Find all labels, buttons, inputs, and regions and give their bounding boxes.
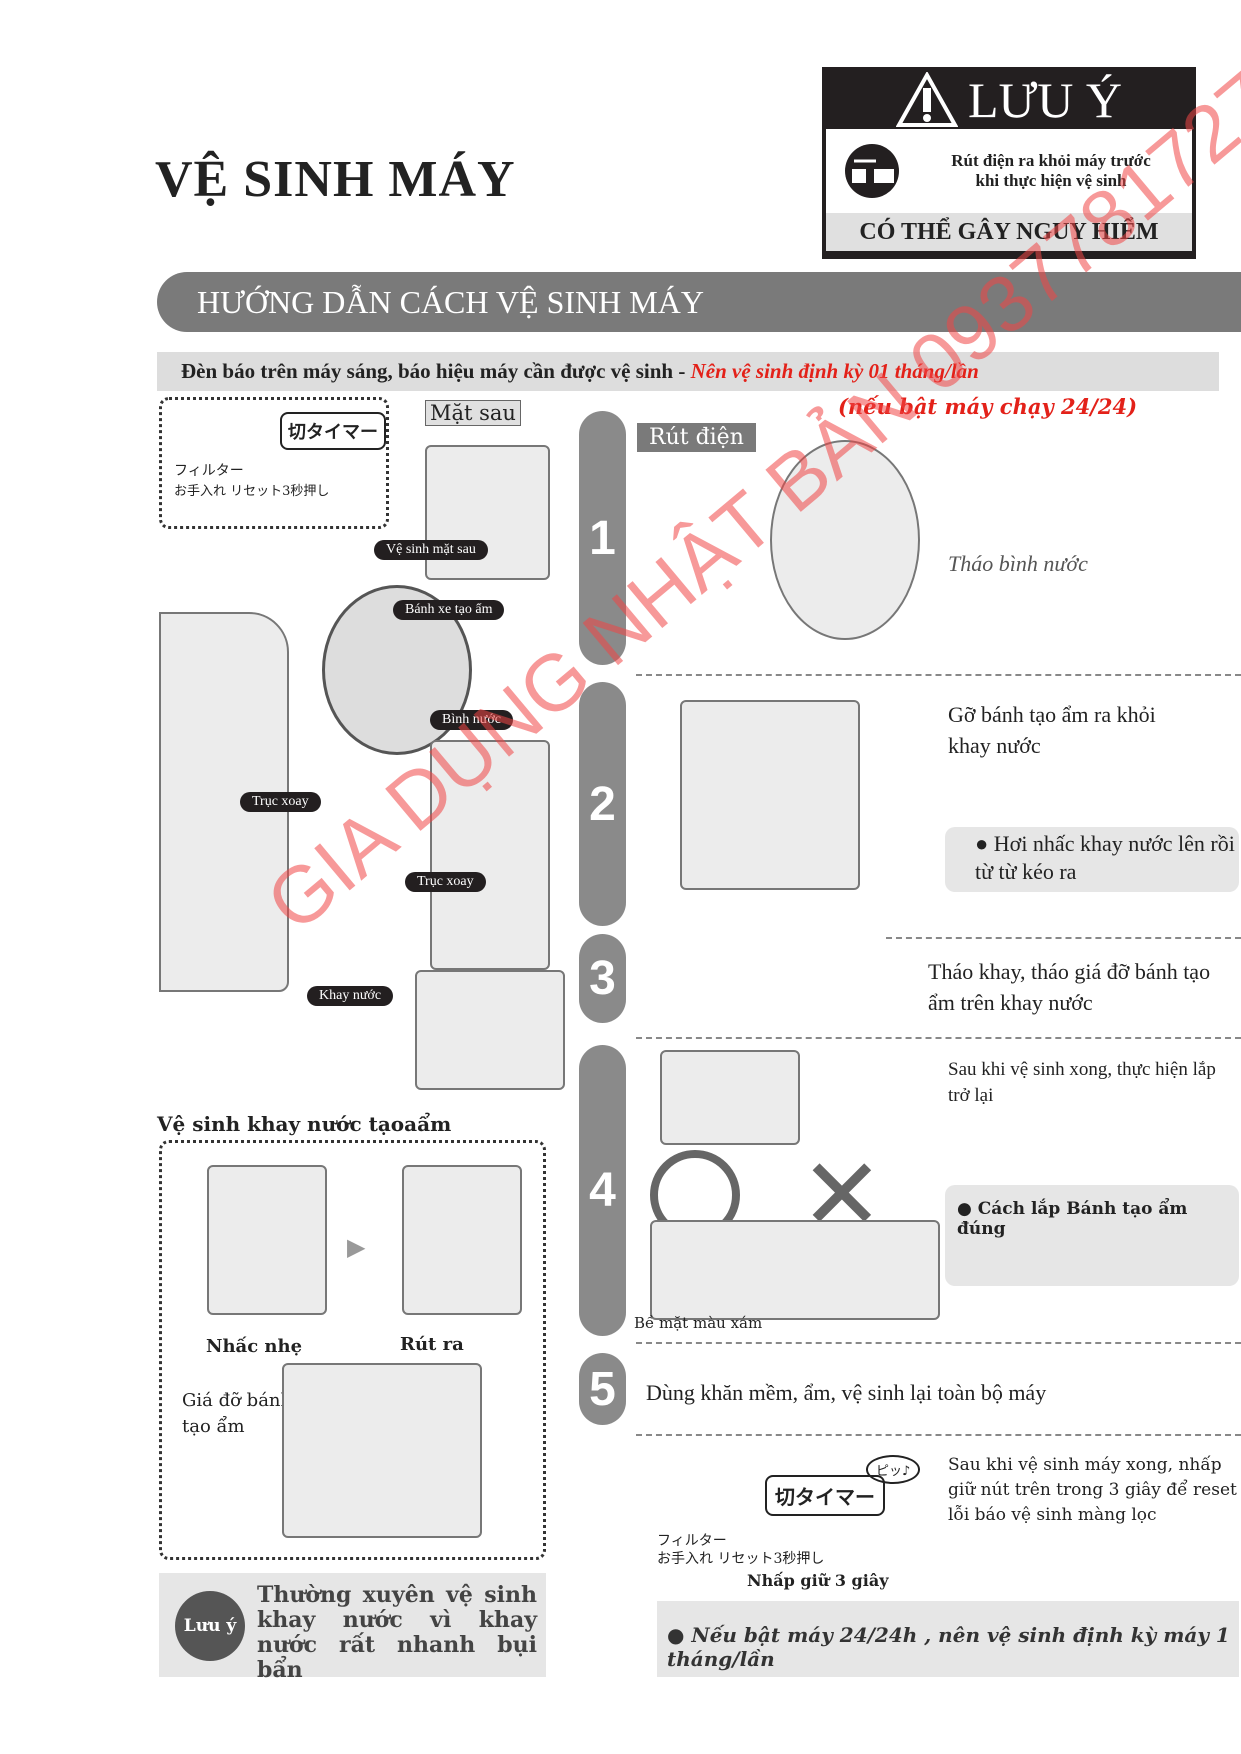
filter-label: フィルター — [174, 463, 244, 479]
step4-wheels — [650, 1220, 940, 1320]
control-panel-box: 切タイマー フィルター お手入れ リセット3秒押し — [159, 397, 389, 529]
tray-illustration — [415, 970, 565, 1090]
unplug-tag: Rút điện — [637, 423, 756, 452]
reset-text: Sau khi vệ sinh máy xong, nhấp giữ nút t… — [948, 1455, 1237, 1525]
step-4-note: ● Cách lắp Bánh tạo ẩm đúng — [945, 1185, 1239, 1286]
step-2-note-text: Hơi nhấc khay nước lên rồi từ từ kéo ra — [975, 831, 1235, 884]
warning-line2: khi thực hiện vệ sinh — [975, 171, 1127, 190]
step-4-note-text: Cách lắp Bánh tạo ẩm đúng — [957, 1199, 1188, 1239]
bottom-note-text: Nếu bật máy 24/24h , nên vệ sinh định kỳ… — [667, 1623, 1230, 1671]
step2-illustration — [680, 700, 860, 890]
label-tray: Khay nước — [307, 986, 394, 1006]
step-2-note: ● Hơi nhấc khay nước lên rồi từ từ kéo r… — [945, 827, 1239, 892]
step-5-text: Dùng khăn mềm, ẩm, vệ sinh lại toàn bộ m… — [646, 1380, 1047, 1405]
warning-heading: LƯU Ý — [967, 72, 1123, 128]
divider — [636, 674, 1241, 676]
lift-illustration — [207, 1165, 327, 1315]
label-rear-clean: Vệ sinh mặt sau — [374, 540, 488, 560]
divider — [886, 937, 1241, 939]
step-4-bar: 4 — [579, 1045, 626, 1336]
step-1-text: Tháo bình nước — [948, 551, 1088, 576]
warning-line1: Rút điện ra khỏi máy trước — [951, 151, 1151, 170]
info-red: Nên vệ sinh định kỳ 01 tháng/lần — [690, 359, 979, 383]
unplug-icon — [845, 144, 899, 198]
step-3-bar: 3 — [579, 934, 626, 1023]
reset-filter-label: フィルター — [657, 1533, 727, 1549]
section-banner: HƯỚNG DẪN CÁCH VỆ SINH MÁY — [157, 272, 1241, 332]
step-4-text: Sau khi vệ sinh xong, thực hiện lắp trở … — [948, 1059, 1216, 1106]
info-text: Đèn báo trên máy sáng, báo hiệu máy cần … — [181, 359, 691, 383]
step1-illustration — [770, 440, 920, 640]
reset-care-label: お手入れ リセット3秒押し — [657, 1551, 825, 1567]
caution-text: Thường xuyên vệ sinh khay nước vì khay n… — [257, 1582, 537, 1683]
divider — [636, 1342, 1241, 1344]
page-title: VỆ SINH MÁY — [155, 151, 516, 208]
label-axis-1: Trục xoay — [240, 792, 321, 812]
step-1-bar: 1 — [579, 411, 626, 665]
lift-label: Nhấc nhẹ — [206, 1336, 303, 1357]
label-tank: Bình nước — [430, 710, 513, 730]
caution-box: Lưu ý Thường xuyên vệ sinh khay nước vì … — [159, 1573, 546, 1683]
warning-footer: CÓ THỂ GÂY NGUY HIỂM — [826, 213, 1192, 251]
info-bar: Đèn báo trên máy sáng, báo hiệu máy cần … — [157, 352, 1219, 391]
step-2-text: Gỡ bánh tạo ẩm ra khỏi khay nước — [948, 702, 1156, 758]
beep-bubble: ピッ♪ — [866, 1455, 921, 1484]
divider — [636, 1434, 1241, 1436]
holder-label: Giá đỡ bánh tạo ẩm — [182, 1390, 293, 1437]
arrow-right-icon: ▶ — [347, 1233, 366, 1261]
tray-section-title: Vệ sinh khay nước tạoaẩm — [157, 1112, 452, 1136]
grey-surface-caption: Bề mặt màu xám — [634, 1314, 763, 1332]
warning-triangle-icon — [895, 72, 958, 127]
label-wheel: Bánh xe tạo ẩm — [393, 600, 505, 620]
reset-button: 切タイマー — [765, 1475, 885, 1516]
bottom-note: ● Nếu bật máy 24/24h , nên vệ sinh định … — [657, 1601, 1239, 1677]
hold-caption: Nhấp giữ 3 giây — [747, 1571, 889, 1590]
step-3-text: Tháo khay, tháo giá đỡ bánh tạo ẩm trên … — [928, 959, 1211, 1015]
caution-badge: Lưu ý — [175, 1591, 245, 1661]
tray-section-box: ▶ Nhấc nhẹ Rút ra Giá đỡ bánh tạo ẩm — [159, 1140, 546, 1560]
care-label: お手入れ リセット3秒押し — [174, 484, 330, 499]
step-5-bar: 5 — [579, 1353, 626, 1425]
rear-label: Mặt sau — [425, 400, 521, 426]
pull-label: Rút ra — [400, 1334, 464, 1355]
step-2-bar: 2 — [579, 682, 626, 926]
tank-illustration — [430, 740, 550, 970]
step4-illustration — [660, 1050, 800, 1145]
divider — [636, 1037, 1241, 1039]
label-axis-2: Trục xoay — [405, 872, 486, 892]
timer-button: 切タイマー — [280, 412, 386, 450]
info-red-2: (nếu bật máy chạy 24/24) — [838, 394, 1138, 419]
holder-illustration — [282, 1363, 482, 1538]
pull-illustration — [402, 1165, 522, 1315]
